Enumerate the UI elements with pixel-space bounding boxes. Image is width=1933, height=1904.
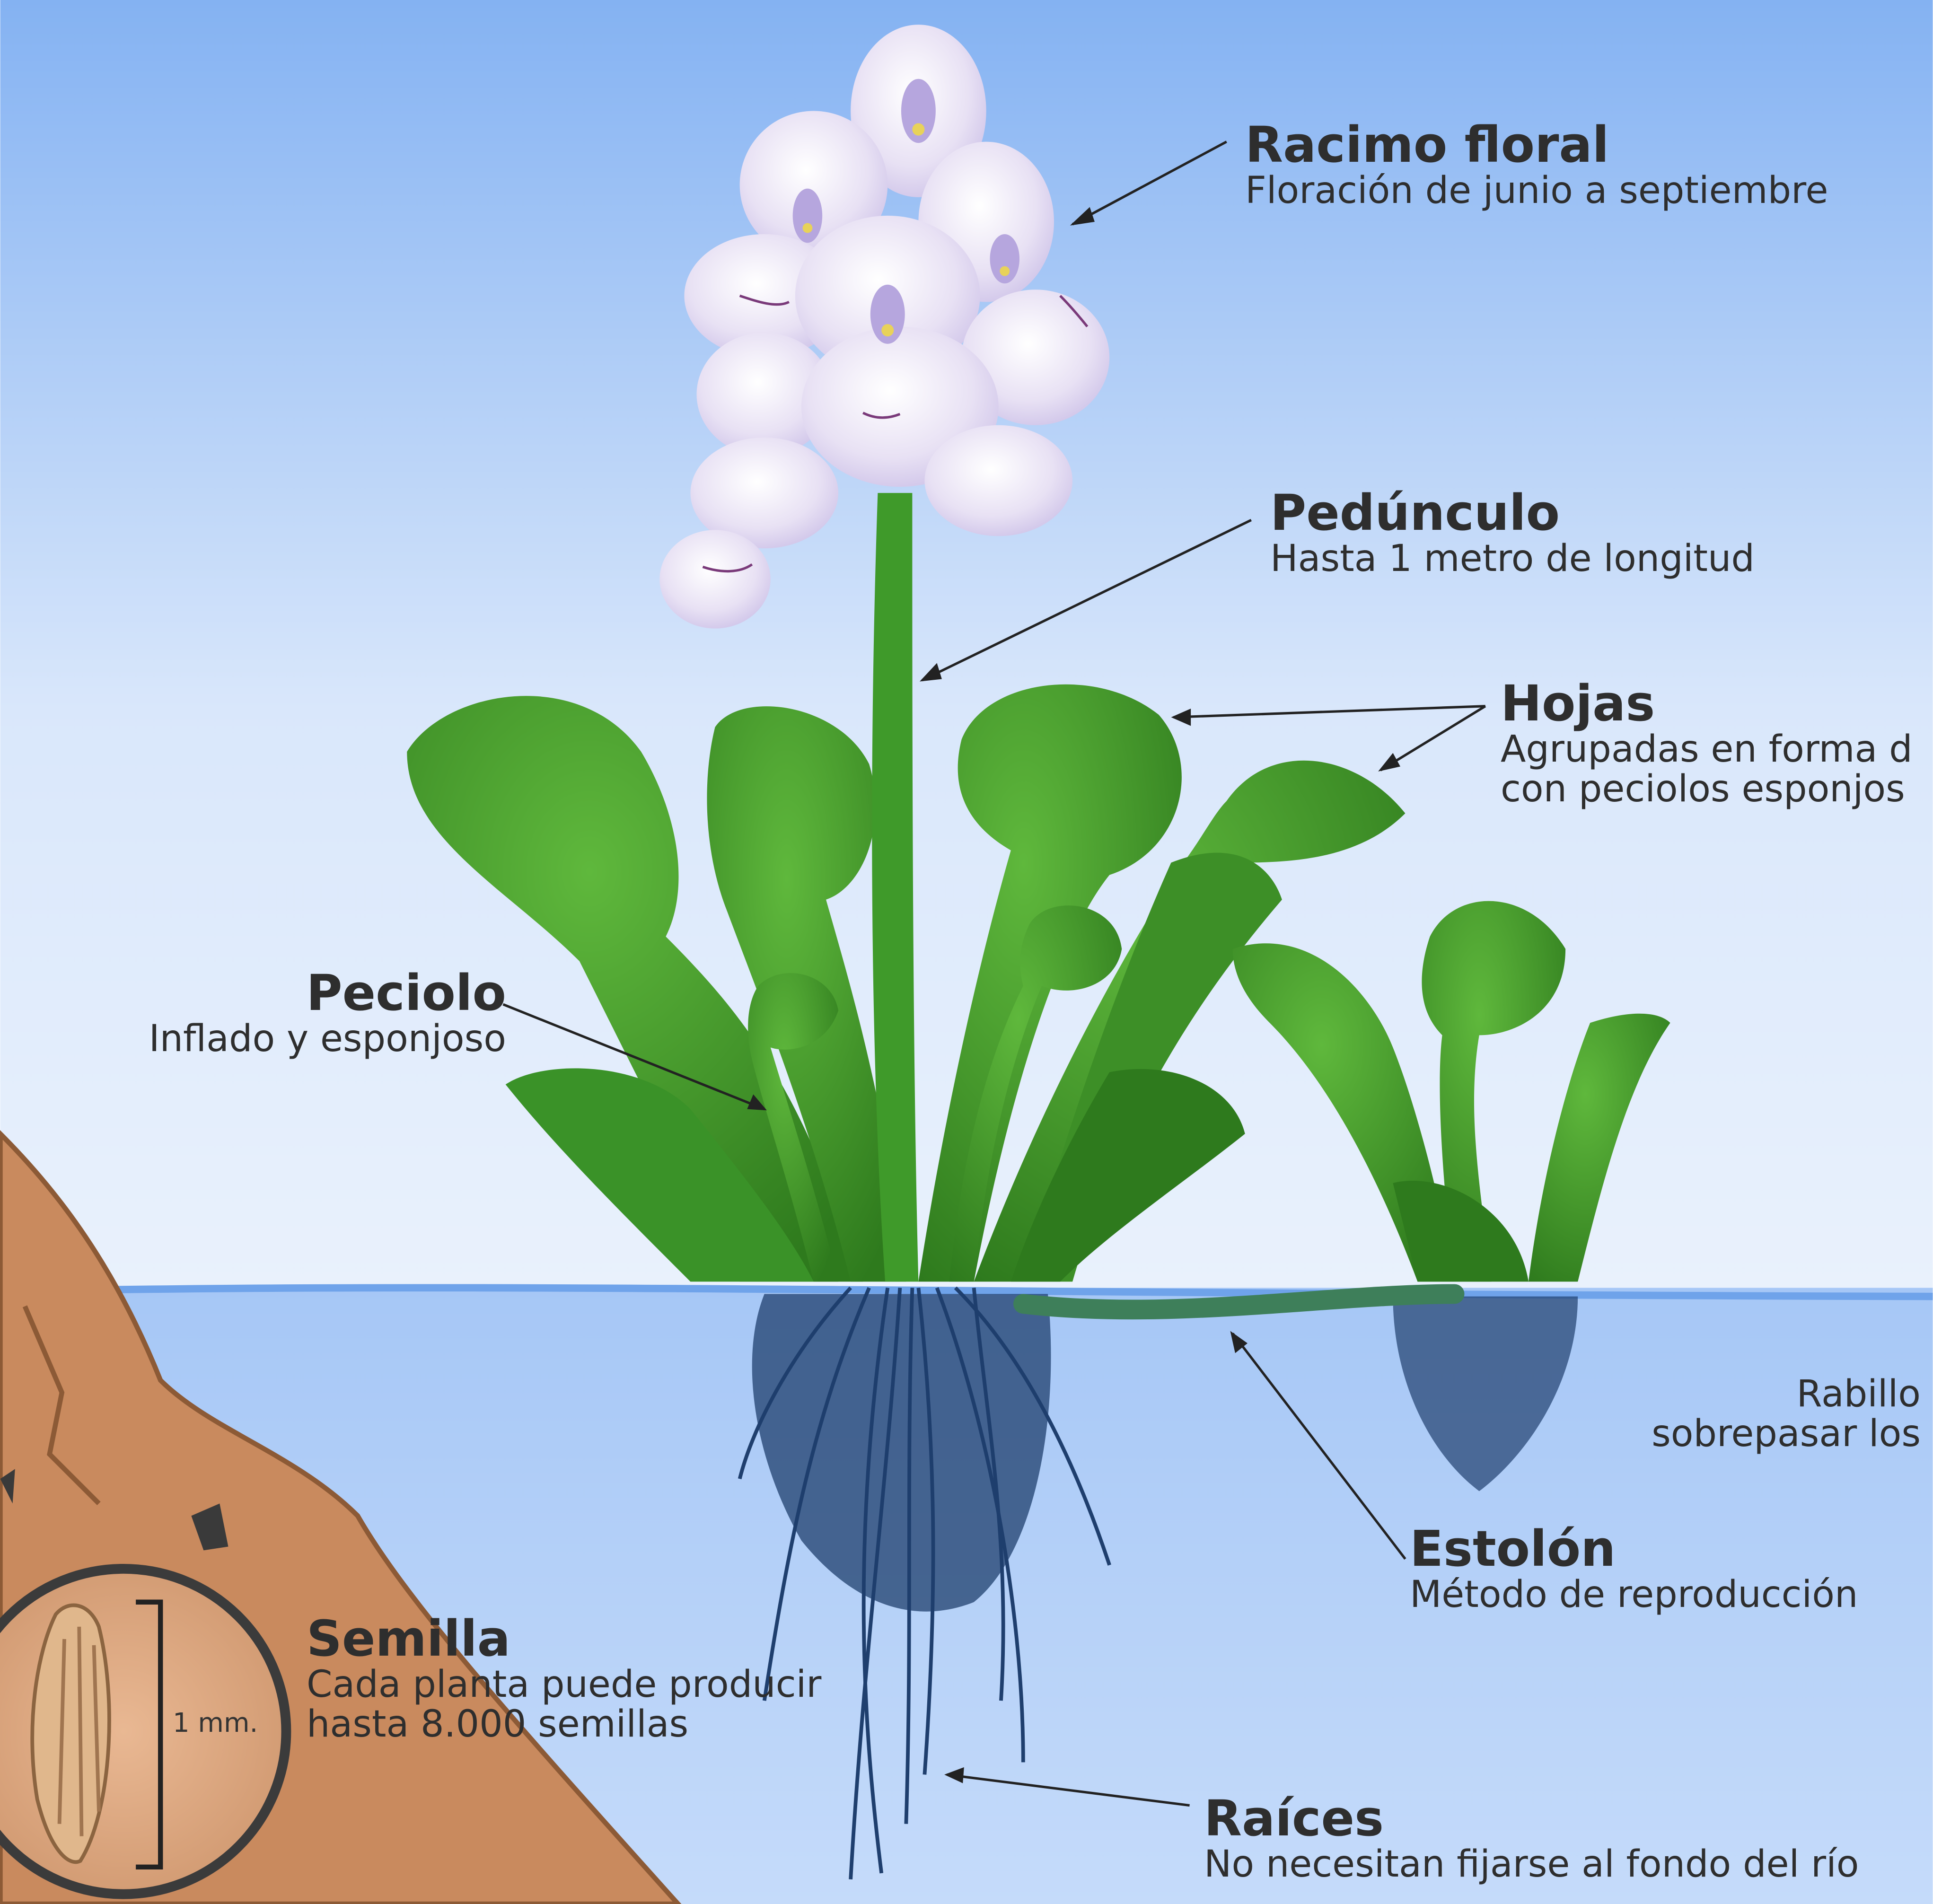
hojas-desc-line2: con peciolos esponjos (1501, 769, 1913, 809)
rabillo-line2: sobrepasar los (1561, 1414, 1921, 1454)
estolon-desc: Método de reproducción (1410, 1575, 1858, 1614)
label-hojas: Hojas Agrupadas en forma d con peciolos … (1501, 678, 1913, 809)
raices-title: Raíces (1204, 1793, 1859, 1844)
peduncle-stalk (872, 493, 918, 1281)
seed-scale-label: 1 mm. (173, 1708, 258, 1738)
raices-desc: No necesitan fijarse al fondo del río (1204, 1844, 1859, 1884)
label-rabillo: Rabillo sobrepasar los (1561, 1374, 1921, 1454)
peciolo-desc: Inflado y esponjoso (38, 1019, 506, 1059)
peduncle-desc: Hasta 1 metro de longitud (1270, 539, 1755, 579)
label-semilla: Semilla Cada planta puede producir hasta… (307, 1613, 821, 1745)
label-peciolo: Peciolo Inflado y esponjoso (38, 967, 506, 1059)
racimo-desc: Floración de junio a septiembre (1245, 171, 1828, 211)
estolon-title: Estolón (1410, 1523, 1858, 1575)
label-peduncle: Pedúnculo Hasta 1 metro de longitud (1270, 487, 1755, 579)
racimo-title: Racimo floral (1245, 119, 1828, 171)
label-raices: Raíces No necesitan fijarse al fondo del… (1204, 1793, 1859, 1884)
peciolo-title: Peciolo (38, 967, 506, 1019)
label-estolon: Estolón Método de reproducción (1410, 1523, 1858, 1614)
semilla-title: Semilla (307, 1613, 821, 1665)
hojas-desc-line1: Agrupadas en forma d (1501, 729, 1913, 769)
semilla-desc-line1: Cada planta puede producir (307, 1665, 821, 1704)
hojas-title: Hojas (1501, 678, 1913, 729)
rabillo-line1: Rabillo (1561, 1374, 1921, 1414)
peduncle-title: Pedúnculo (1270, 487, 1755, 539)
label-racimo-floral: Racimo floral Floración de junio a septi… (1245, 119, 1828, 211)
semilla-desc-line2: hasta 8.000 semillas (307, 1704, 821, 1744)
